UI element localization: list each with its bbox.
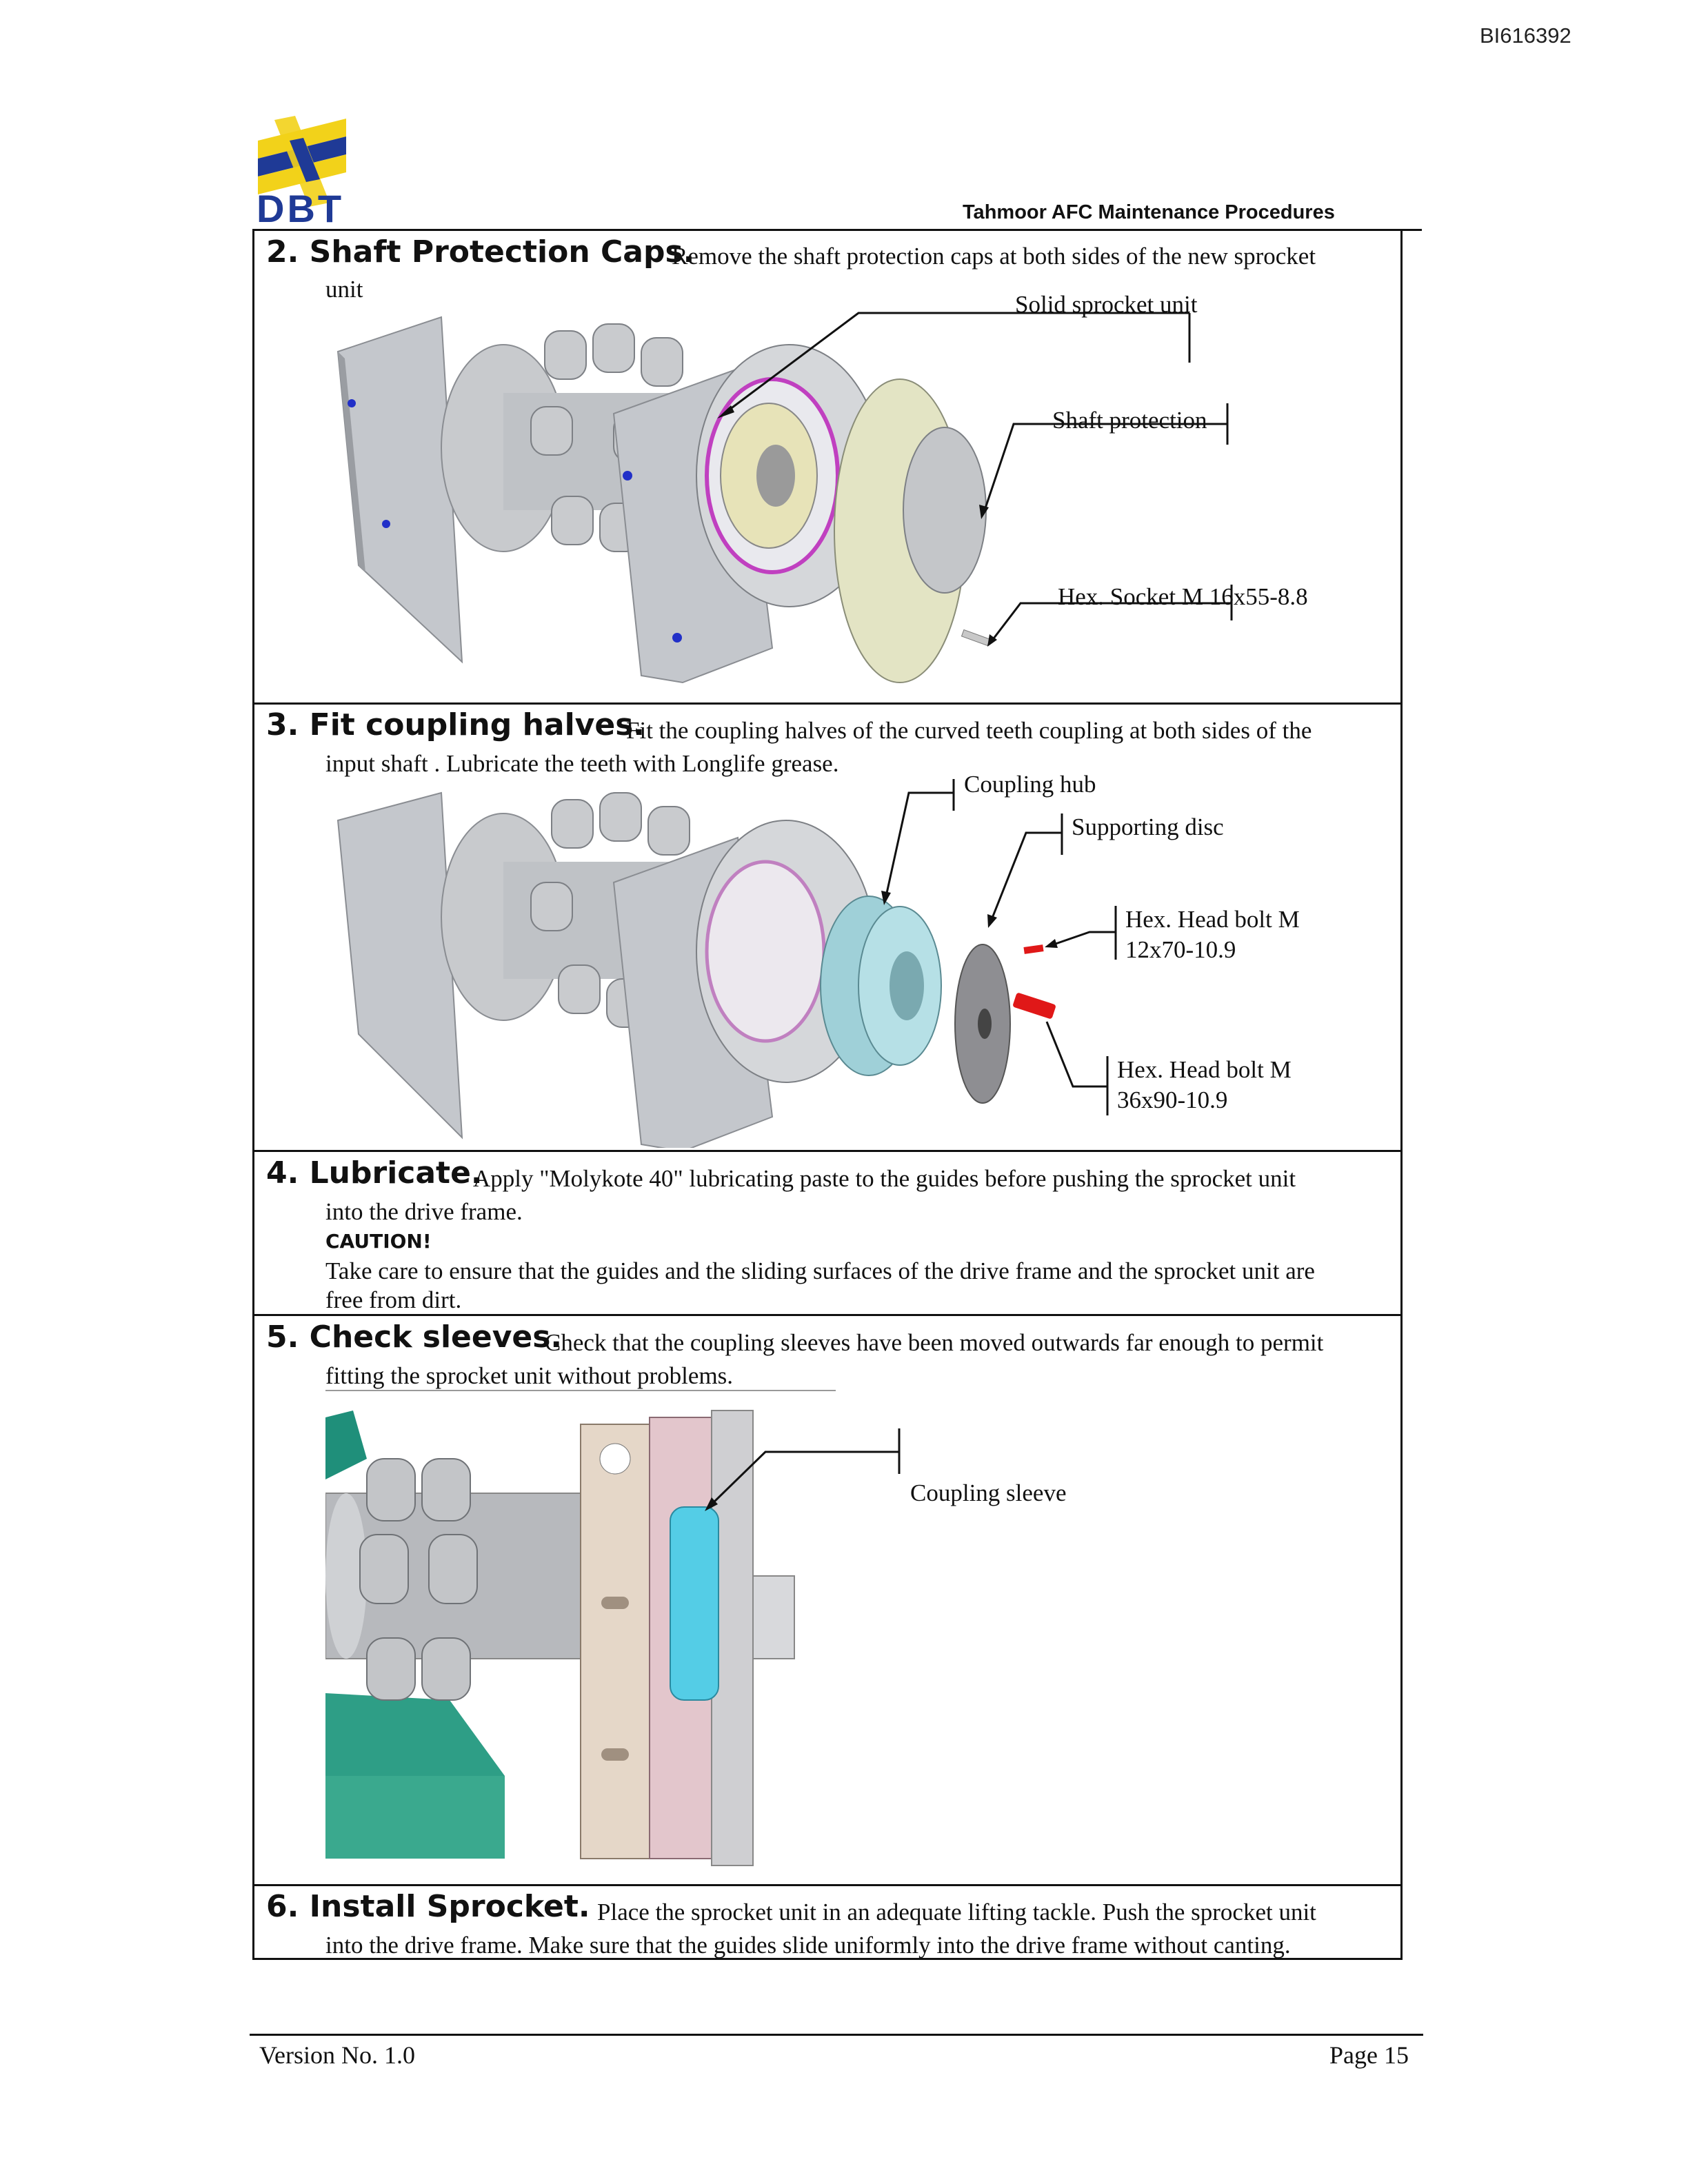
step-6-text: Place the sprocket unit in an adequate l…: [597, 1899, 1316, 1925]
caution-text-line1: Take care to ensure that the guides and …: [325, 1257, 1315, 1284]
step-3-text-cont: input shaft . Lubricate the teeth with L…: [325, 750, 839, 777]
figure-solid-sprocket: [336, 312, 1233, 684]
figure-coupling-sleeve: [325, 1390, 901, 1866]
document-title: Tahmoor AFC Maintenance Procedures: [963, 201, 1335, 223]
label-hex-head-bolt-12-line2: 12x70-10.9: [1125, 936, 1236, 963]
label-hex-head-bolt-36-line2: 36x90-10.9: [1117, 1086, 1228, 1113]
footer-page-number: Page 15: [1329, 2041, 1409, 2069]
step-2-heading: 2. Shaft Protection Caps.: [266, 234, 695, 270]
row-divider: [252, 1150, 1403, 1152]
step-5-heading: 5. Check sleeves.: [266, 1320, 563, 1355]
footer-rule: [250, 2034, 1423, 2036]
step-2-text-cont: unit: [325, 276, 363, 303]
label-hex-head-bolt-36-line1: Hex. Head bolt M: [1117, 1056, 1292, 1083]
label-supporting-disc: Supporting disc: [1072, 813, 1224, 840]
document-id: BI616392: [1480, 23, 1571, 48]
step-6-heading: 6. Install Sprocket.: [266, 1889, 590, 1924]
label-hex-head-bolt-12-line1: Hex. Head bolt M: [1125, 906, 1300, 933]
step-4-heading: 4. Lubricate.: [266, 1155, 483, 1191]
row-divider: [252, 702, 1403, 705]
label-coupling-hub: Coupling hub: [964, 771, 1096, 798]
step-3-heading: 3. Fit coupling halves.: [266, 707, 645, 742]
step-2-text: Remove the shaft protection caps at both…: [672, 243, 1316, 270]
step-4-text-cont: into the drive frame.: [325, 1198, 523, 1225]
step-5-text: Check that the coupling sleeves have bee…: [545, 1329, 1324, 1356]
row-divider: [252, 1314, 1403, 1316]
step-5-text-cont: fitting the sprocket unit without proble…: [325, 1362, 734, 1389]
dbt-logo-icon: [258, 116, 346, 207]
row-divider: [252, 1884, 1403, 1886]
label-hex-socket: Hex. Socket M 16x55-8.8: [1058, 583, 1308, 610]
figure-coupling-halves: [336, 779, 1117, 1148]
header-rule: [252, 229, 1422, 231]
procedure-table: [252, 230, 1403, 1960]
label-solid-sprocket-unit: Solid sprocket unit: [1015, 291, 1198, 318]
step-3-text: Fit the coupling halves of the curved te…: [626, 717, 1312, 744]
caution-text-line2: free from dirt.: [325, 1286, 462, 1313]
logo-text: DBT: [257, 187, 345, 230]
footer-version: Version No. 1.0: [259, 2041, 415, 2069]
step-6-text-cont: into the drive frame. Make sure that the…: [325, 1932, 1291, 1959]
caution-label: CAUTION!: [325, 1230, 432, 1253]
label-shaft-protection: Shaft protection: [1052, 407, 1207, 434]
label-coupling-sleeve: Coupling sleeve: [910, 1479, 1067, 1506]
step-4-text: Apply "Molykote 40" lubricating paste to…: [473, 1165, 1296, 1192]
